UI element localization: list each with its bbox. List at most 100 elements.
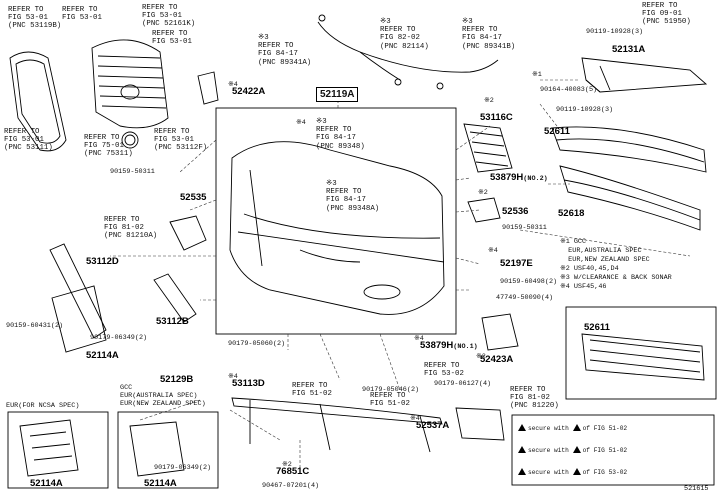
pn-53116C[interactable]: 53116C	[480, 112, 513, 123]
retainer-52535-illustration	[169, 215, 207, 251]
fastener-90119-10928-a[interactable]: 90119-10928(3)	[586, 28, 644, 36]
gcc-reinforcement-illustration	[581, 333, 705, 381]
pn-52114A-main[interactable]: 52114A	[86, 350, 119, 361]
spec-mark-10: ※4	[410, 415, 420, 423]
retainer-52536-illustration	[467, 197, 501, 223]
fastener-90119-10928-b[interactable]: 90119-10928(3)	[556, 106, 614, 114]
gcc-plate-illustration	[129, 421, 185, 477]
fastener-90159-50311-a[interactable]: 90159-50311	[110, 168, 155, 176]
fastener-90179-05060[interactable]: 90179-05060(2)	[228, 340, 286, 348]
ref-89348[interactable]: ※3 REFER TO FIG 84-17 (PNC 89348)	[316, 118, 365, 151]
warning-icon	[518, 424, 526, 431]
bumper-assembly-frame	[215, 107, 457, 335]
pn-53879H-no2[interactable]: 53879H(NO.2)	[490, 172, 548, 183]
ref-grille-53119B[interactable]: REFER TO FIG 53-01 (PNC 53119B)	[8, 6, 62, 31]
pn-52535[interactable]: 52535	[180, 192, 207, 203]
warning-notes-box	[511, 414, 715, 486]
lower-spoiler-illustration	[231, 397, 443, 453]
fastener-90467-07201[interactable]: 90467-07201(4)	[262, 482, 320, 490]
pn-53112D[interactable]: 53112D	[86, 256, 119, 267]
pn-76851C[interactable]: 76851C	[276, 466, 310, 477]
pn-52536[interactable]: 52536	[502, 206, 529, 217]
ref-89348A[interactable]: ※3 REFER TO FIG 84-17 (PNC 89348A)	[326, 180, 380, 213]
pn-52129B[interactable]: 52129B	[160, 374, 194, 385]
ref-53111[interactable]: REFER TO FIG 53-01 (PNC 53111)	[4, 128, 53, 153]
side-grille-53112B-illustration	[153, 273, 197, 323]
fastener-90179-06127[interactable]: 90179-06127(4)	[434, 380, 492, 388]
spec-mark-2: ※2	[484, 97, 494, 105]
warning-icon	[572, 446, 581, 453]
warning-note-2: secure with of FIG 51-02	[518, 446, 627, 454]
fastener-90179-06349-b[interactable]: 90179-06349(2)	[154, 464, 212, 472]
pn-52131A[interactable]: 52131A	[612, 44, 646, 55]
absorber-52618-illustration	[559, 165, 701, 231]
warning-icon	[518, 446, 526, 453]
gcc-eur-box	[117, 411, 219, 489]
ref-89341A[interactable]: ※3 REFER TO FIG 84-17 (PNC 89341A)	[258, 34, 312, 67]
fastener-90159-60431[interactable]: 90159-60431(2)	[6, 322, 64, 330]
spec-mark-3: ※2	[478, 189, 488, 197]
grille-main-illustration	[91, 39, 169, 129]
fastener-90159-60498[interactable]: 90159-60498(2)	[500, 278, 558, 286]
warning-icon	[572, 468, 581, 475]
ref-81220[interactable]: REFER TO FIG 81-02 (PNC 81220)	[510, 386, 559, 411]
ref-53-01-a[interactable]: REFER TO FIG 53-01	[62, 6, 102, 23]
gcc-box-title: GCC EUR(AUSTRALIA SPEC) EUR(NEW ZEALAND …	[120, 384, 206, 408]
eur-box-title: EUR(FOR NCSA SPEC)	[6, 402, 80, 410]
absorber-52611-illustration	[551, 126, 707, 173]
reinforcement-52131A-illustration	[581, 57, 708, 93]
pn-52114A-eur[interactable]: 52114A	[30, 478, 63, 489]
fastener-90179-05046[interactable]: 90179-05046(2)	[362, 386, 420, 394]
grille-outer-illustration	[9, 51, 67, 152]
side-grille-53116C-illustration	[463, 123, 513, 173]
spec-mark-11: ※2	[282, 461, 292, 469]
pn-52197E[interactable]: 52197E	[500, 258, 533, 269]
spec-mark-8: ※4	[228, 373, 238, 381]
ref-81210A[interactable]: REFER TO FIG 81-02 (PNC 81210A)	[104, 216, 158, 241]
main-part-number[interactable]: 52119A	[316, 87, 359, 102]
spec-mark-5: ※4	[296, 119, 306, 127]
fastener-90179-06349-a[interactable]: 90179-06349(2)	[90, 334, 148, 342]
ref-51-02-a[interactable]: REFER TO FIG 51-02	[292, 382, 332, 399]
pn-52422A[interactable]: 52422A	[232, 86, 266, 97]
spec-mark-4: ※4	[228, 81, 238, 89]
fastener-90159-50311-b[interactable]: 90159-50311	[502, 224, 547, 232]
eur-ncsa-box	[7, 411, 109, 489]
spec-mark-6: ※4	[488, 247, 498, 255]
side-grille-53112D-illustration	[49, 243, 107, 339]
ref-53-02[interactable]: REFER TO FIG 53-02	[424, 362, 464, 379]
ref-53112F[interactable]: REFER TO FIG 53-01 (PNC 53112F)	[154, 128, 208, 153]
warning-icon	[518, 468, 526, 475]
pn-53879H-no1[interactable]: 53879H(NO.1)	[420, 340, 478, 351]
spec-mark-7: ※2	[476, 353, 486, 361]
pn-52537A[interactable]: 52537A	[416, 420, 450, 431]
ref-75311[interactable]: REFER TO FIG 75-01 (PNC 75311)	[84, 134, 133, 159]
pn-52611-gcc[interactable]: 52611	[584, 322, 610, 333]
pn-53112B[interactable]: 53112B	[156, 316, 189, 327]
ref-51-02-b[interactable]: REFER TO FIG 51-02	[370, 392, 410, 409]
spec-mark-1: ※1	[532, 71, 542, 79]
pn-52618[interactable]: 52618	[558, 208, 585, 219]
sonar-wire-illustration	[317, 21, 499, 73]
ref-89341B[interactable]: ※3 REFER TO FIG 84-17 (PNC 89341B)	[462, 18, 516, 51]
eur-plate-illustration	[19, 419, 79, 477]
fastener-47749-50090[interactable]: 47749-50090(4)	[496, 294, 554, 302]
fog-cover-illustration	[455, 407, 505, 441]
ref-82114[interactable]: ※3 REFER TO FIG 82-02 (PNC 82114)	[380, 18, 429, 51]
pn-52114A-gcc[interactable]: 52114A	[144, 478, 177, 489]
ref-51950[interactable]: REFER TO FIG 09-01 (PNC 51950)	[642, 2, 691, 27]
gcc-reinforcement-box	[565, 306, 717, 400]
warning-note-3: secure with of FIG 53-02	[518, 468, 627, 476]
pn-52611-upper[interactable]: 52611	[544, 126, 570, 137]
pn-52423A[interactable]: 52423A	[480, 354, 514, 365]
ref-53-01-b[interactable]: REFER TO FIG 53-01	[152, 30, 192, 47]
fastener-90164-40083[interactable]: 90164-40083(5)	[540, 86, 598, 94]
ref-52161K[interactable]: REFER TO FIG 53-01 (PNC 52161K)	[142, 4, 196, 29]
spec-legend: ※1 GCC EUR,AUSTRALIA SPEC EUR,NEW ZEALAN…	[560, 238, 672, 291]
bracket-52422A-illustration	[197, 71, 219, 105]
warning-icon	[572, 424, 581, 431]
plate-52114A-illustration	[51, 285, 107, 353]
bracket-52423A-illustration	[481, 313, 519, 351]
pn-53113D[interactable]: 53113D	[232, 378, 265, 389]
